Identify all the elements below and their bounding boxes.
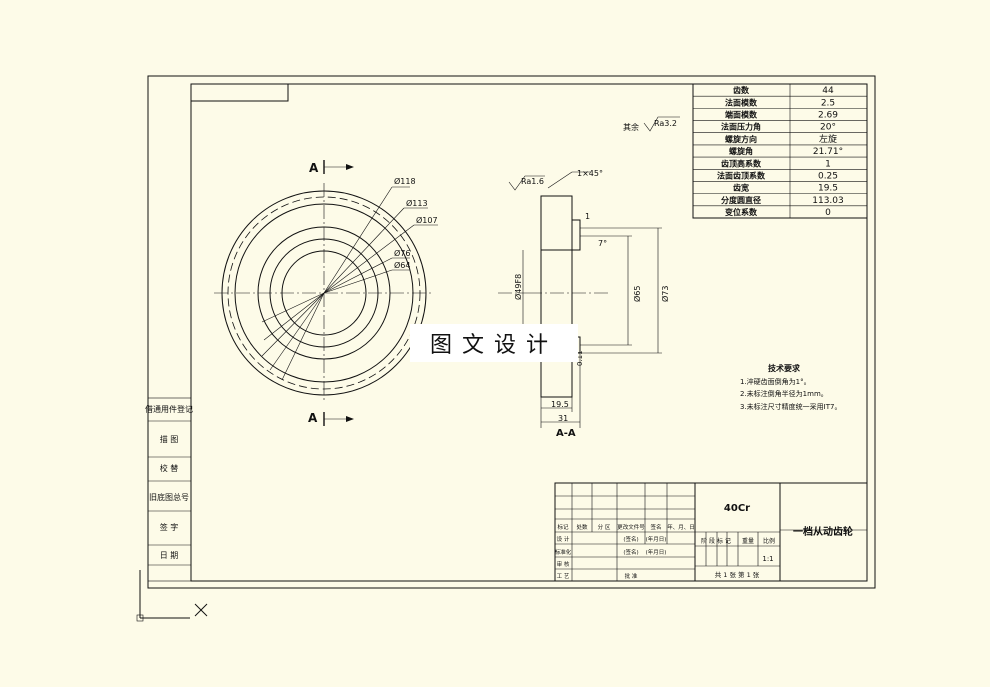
param-name: 分度圆直径 [721,195,761,205]
param-name: 螺旋角 [729,146,753,156]
scale-label: 比例 [763,537,775,545]
ucs-icon [136,570,208,622]
section-marker-top: A [309,161,319,175]
watermark: 图文设计 [410,324,578,362]
dim-small: 0.11 [576,350,584,366]
dim-d118: Ø118 [394,176,416,186]
param-name: 法面压力角 [721,122,761,132]
part-name: 一档从动齿轮 [793,525,853,538]
param-value: 0.25 [818,171,838,181]
param-name: 变位系数 [725,207,758,217]
title-row-label2: 标准化 [555,548,572,556]
dim-d65: Ø65 [632,286,642,302]
sheet-info: 共 1 张 第 1 张 [715,570,760,579]
tech-req-title: 技术要求 [768,363,801,373]
scale: 1:1 [762,555,773,563]
title-row-label2: 设 计 [557,535,570,543]
tech-req-3: 3.未标注尺寸精度统一采用IT7。 [740,402,841,411]
chamfer-note: 1×45° [577,169,603,178]
param-name: 端面模数 [725,110,758,120]
param-name: 法面齿顶系数 [717,170,766,180]
dim-angle-7: 7° [598,239,607,248]
param-name: 法面模数 [725,97,758,107]
side-label-5: 签 字 [160,522,179,532]
param-name: 齿宽 [733,183,749,193]
dim-total-width: 31 [558,414,568,423]
dim-d113: Ø113 [406,198,428,208]
side-label-6: 日 期 [160,551,179,560]
roughness-face: Ra1.6 [521,177,544,186]
outer-frame [147,75,876,589]
tech-req-2: 2.未标注倒角半径为1mm。 [740,389,828,398]
weight-label: 重量 [742,537,754,545]
dim-1: 1 [585,212,590,221]
title-block [554,482,868,582]
title-row-label2: (年月日) [646,535,667,543]
gear-param-table [692,83,868,219]
title-row-label: 签名 [650,523,661,531]
front-view [214,160,438,426]
dim-d76: Ø76 [394,248,410,258]
dim-hub-width: 19.5 [551,400,569,409]
title-left-label: 批 准 [625,572,638,580]
title-row-label2: (签名) [623,548,638,556]
param-value: 19.5 [818,184,838,194]
roughness-value: Ra3.2 [654,119,677,128]
title-row-label: 分 区 [598,523,611,531]
param-name: 齿顶高系数 [721,158,762,168]
section-title: A-A [556,428,576,439]
param-value: 44 [822,86,834,96]
param-value: 0 [825,208,831,218]
side-label-4: 旧底图总号 [149,492,189,502]
title-row-label: 年、月、日 [667,523,695,531]
param-value: 20° [820,123,836,133]
title-row-label2: (年月日) [646,548,667,556]
inner-frame [190,83,868,582]
roughness-prefix: 其余 [623,122,639,132]
title-left-label: 审 核 [557,560,570,568]
param-name: 螺旋方向 [725,134,757,144]
material: 40Cr [724,503,750,514]
param-value: 21.71° [813,147,843,157]
title-row-label: 处数 [576,523,588,531]
side-label-1: 借通用件登记 [145,404,193,414]
title-left-label: 工 艺 [557,573,570,580]
top-left-code-box [190,83,289,102]
dim-d107: Ø107 [416,215,438,225]
param-value: 2.5 [821,98,835,108]
section-marker-bottom: A [308,411,318,425]
title-row-label: 更改文件号 [617,523,645,531]
dim-d64: Ø64 [394,260,410,270]
title-row-label2: (签名) [623,535,638,543]
param-name: 齿数 [733,85,750,95]
side-label-2: 描 图 [160,434,179,444]
side-label-3: 校 替 [160,463,179,473]
title-row-label: 标记 [557,523,569,531]
param-value: 2.69 [818,111,838,121]
param-value: 1 [825,159,831,169]
param-value: 113.03 [812,196,844,206]
param-value: 左旋 [819,133,837,145]
side-strip [147,397,192,582]
dim-bore: Ø49F8 [513,274,523,300]
section-view [508,116,680,428]
dim-d73: Ø73 [660,286,670,302]
stage-label: 阶 段 标 记 [701,537,731,545]
tech-req-1: 1.淬硬齿面倒角为1°。 [740,377,811,386]
